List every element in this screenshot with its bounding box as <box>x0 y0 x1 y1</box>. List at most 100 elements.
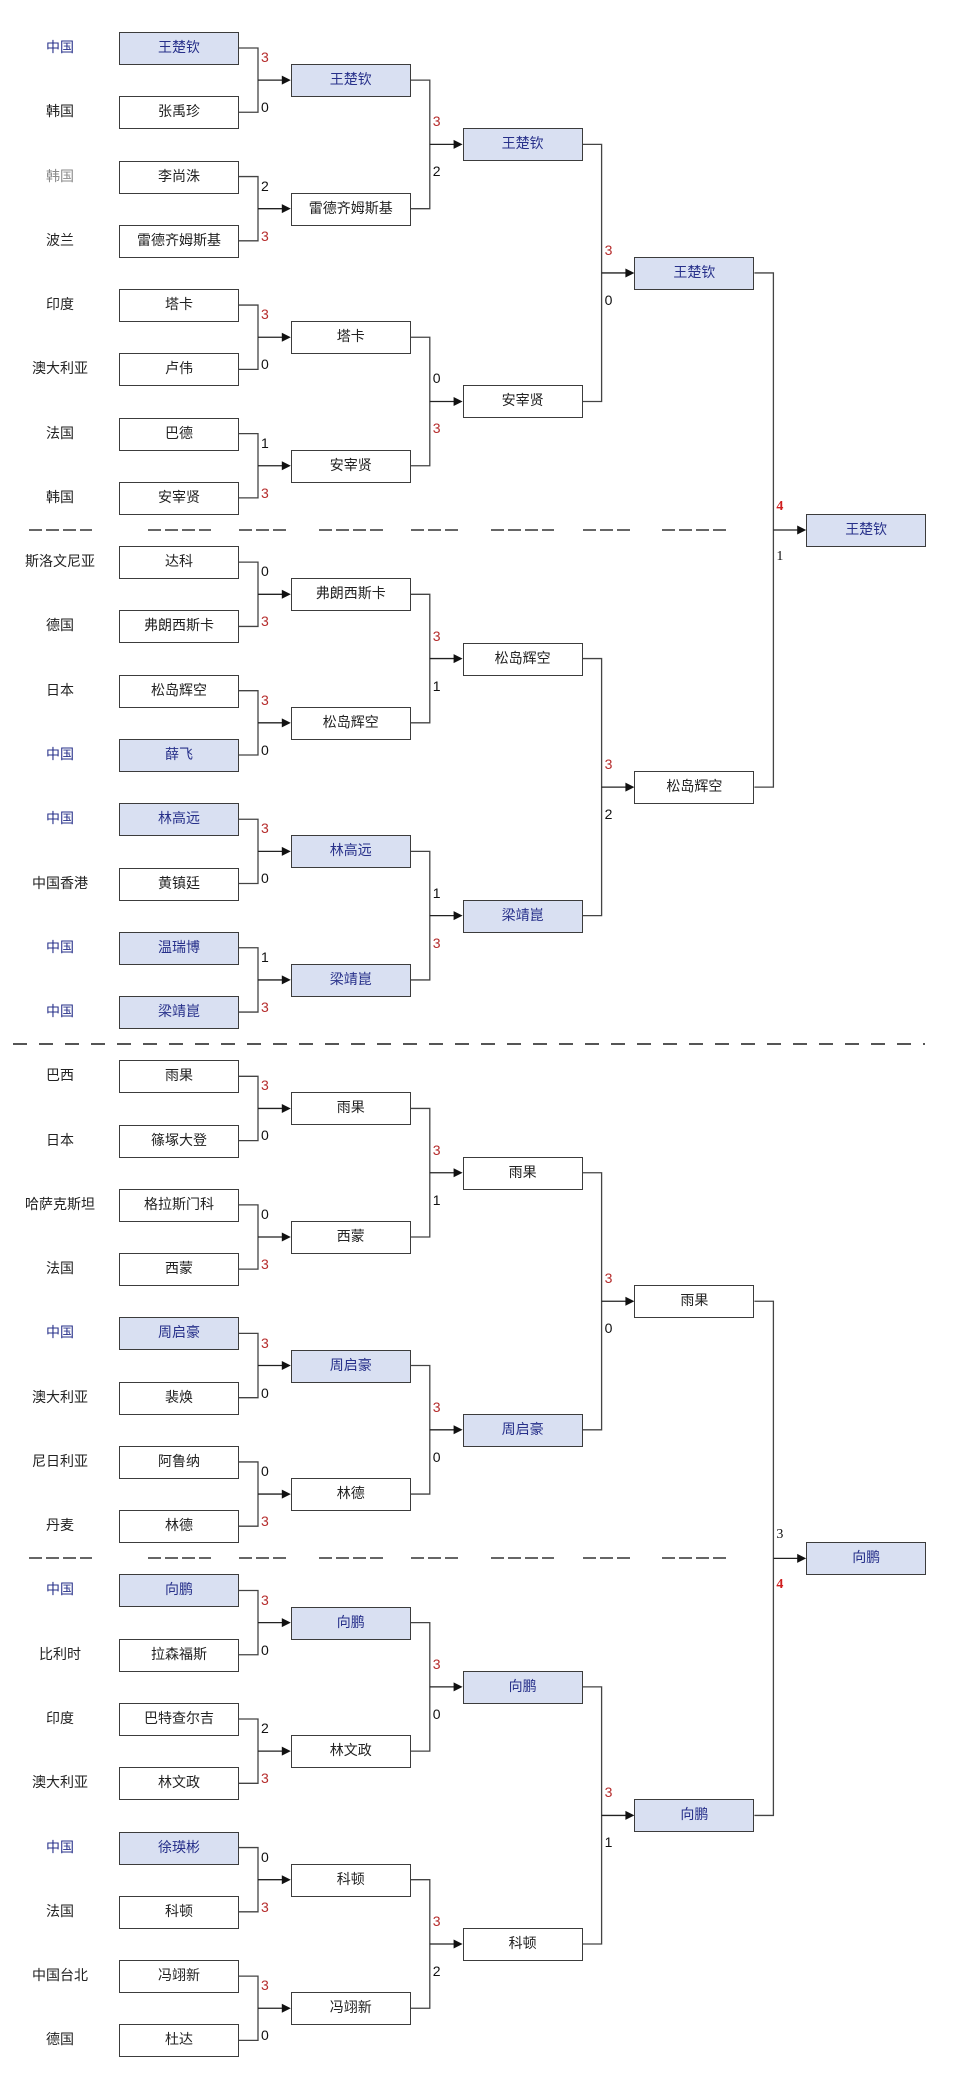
finalist-box[interactable]: 向鹏 <box>806 1542 927 1576</box>
player-box[interactable]: 冯翊新 <box>290 1992 411 2026</box>
player-box[interactable]: 雨果 <box>634 1285 755 1319</box>
player-box[interactable]: 松岛辉空 <box>462 642 583 676</box>
player-box[interactable]: 安宰贤 <box>119 481 239 515</box>
player-box[interactable]: 薛飞 <box>119 738 239 772</box>
player-box[interactable]: 科顿 <box>462 1927 583 1961</box>
player-box[interactable]: 巴特查尔吉 <box>119 1703 239 1737</box>
score-top: 3 <box>432 1655 441 1672</box>
match-connector <box>239 1589 259 1656</box>
player-box[interactable]: 王楚钦 <box>634 256 755 290</box>
country-label: 法国 <box>46 1261 74 1278</box>
player-box[interactable]: 卢伟 <box>119 353 239 387</box>
player-box[interactable]: 王楚钦 <box>119 32 239 65</box>
match-connector <box>239 1461 259 1527</box>
player-box[interactable]: 周启豪 <box>462 1413 583 1447</box>
player-box[interactable]: 阿鲁纳 <box>119 1445 239 1479</box>
player-box[interactable]: 向鹏 <box>290 1606 411 1640</box>
score-bottom: 3 <box>432 420 441 437</box>
player-box[interactable]: 向鹏 <box>462 1670 583 1704</box>
player-box[interactable]: 王楚钦 <box>290 64 411 98</box>
player-box[interactable]: 篠塚大登 <box>119 1124 239 1158</box>
player-name: 弗朗西斯卡 <box>144 618 214 635</box>
player-box[interactable]: 林德 <box>290 1478 411 1512</box>
score-top: 3 <box>261 1334 269 1351</box>
player-box[interactable]: 弗朗西斯卡 <box>290 578 411 612</box>
player-box[interactable]: 松岛辉空 <box>634 771 755 805</box>
player-box[interactable]: 弗朗西斯卡 <box>119 610 239 644</box>
player-name: 王楚钦 <box>329 72 372 89</box>
country-label: 哈萨克斯坦 <box>25 1196 95 1213</box>
player-box[interactable]: 安宰贤 <box>462 385 583 419</box>
country-label: 澳大利亚 <box>32 1389 88 1406</box>
player-box[interactable]: 裴焕 <box>119 1381 239 1415</box>
player-box[interactable]: 杜达 <box>119 2024 239 2058</box>
player-box[interactable]: 达科 <box>119 546 239 580</box>
player-box[interactable]: 塔卡 <box>119 289 239 323</box>
player-box[interactable]: 张禹珍 <box>119 96 239 130</box>
player-box[interactable]: 徐瑛彬 <box>119 1831 239 1865</box>
player-box[interactable]: 冯翊新 <box>119 1960 239 1994</box>
score-top: 3 <box>604 1784 613 1801</box>
player-box[interactable]: 塔卡 <box>290 321 411 355</box>
player-name: 向鹏 <box>336 1614 365 1631</box>
player-box[interactable]: 林高远 <box>290 835 411 869</box>
player-box[interactable]: 雨果 <box>462 1156 583 1190</box>
player-box[interactable]: 向鹏 <box>119 1574 239 1608</box>
player-box[interactable]: 西蒙 <box>119 1253 239 1287</box>
country-label: 德国 <box>46 2032 74 2049</box>
country-label: 中国 <box>46 746 74 763</box>
player-name: 松岛辉空 <box>666 779 723 796</box>
player-box[interactable]: 格拉斯门科 <box>119 1188 239 1222</box>
player-box[interactable]: 周启豪 <box>290 1349 411 1383</box>
arrowhead-icon <box>625 1296 635 1306</box>
finalist-box[interactable]: 王楚钦 <box>806 514 927 548</box>
player-name: 冯翊新 <box>158 1968 200 1985</box>
score-top: 0 <box>432 370 441 387</box>
score-bottom: 0 <box>261 870 269 887</box>
player-box[interactable]: 松岛辉空 <box>290 706 411 740</box>
player-name: 李尚洙 <box>158 168 200 185</box>
player-box[interactable]: 黄镇廷 <box>119 867 239 901</box>
player-box[interactable]: 雷德齐姆斯基 <box>290 192 411 226</box>
player-box[interactable]: 西蒙 <box>290 1220 411 1254</box>
player-box[interactable]: 松岛辉空 <box>119 674 239 708</box>
player-box[interactable]: 科顿 <box>119 1895 239 1929</box>
player-box[interactable]: 拉森福斯 <box>119 1638 239 1672</box>
player-box[interactable]: 王楚钦 <box>462 128 583 162</box>
player-box[interactable]: 梁靖崑 <box>119 996 239 1030</box>
arrowhead-icon <box>281 1489 291 1499</box>
player-box[interactable]: 林高远 <box>119 803 239 837</box>
score-bottom: 1 <box>432 677 441 694</box>
player-box[interactable]: 林文政 <box>290 1735 411 1769</box>
player-box[interactable]: 林文政 <box>119 1767 239 1801</box>
player-box[interactable]: 向鹏 <box>634 1799 755 1833</box>
score-top: 3 <box>261 691 269 708</box>
player-box[interactable]: 温瑞博 <box>119 931 239 965</box>
player-name: 林高远 <box>158 811 200 828</box>
player-box[interactable]: 雷德齐姆斯基 <box>119 224 239 258</box>
player-name: 雨果 <box>336 1100 365 1117</box>
score-top: 0 <box>261 563 269 580</box>
player-box[interactable]: 梁靖崑 <box>290 963 411 997</box>
arrowhead-icon <box>281 1103 291 1113</box>
player-name: 王楚钦 <box>845 522 888 539</box>
player-box[interactable]: 李尚洙 <box>119 160 239 194</box>
player-name: 林文政 <box>158 1775 200 1792</box>
score-top: 3 <box>432 1141 441 1158</box>
score-top: 1 <box>261 434 269 451</box>
player-box[interactable]: 周启豪 <box>119 1317 239 1351</box>
player-box[interactable]: 林德 <box>119 1510 239 1544</box>
player-box[interactable]: 安宰贤 <box>290 449 411 483</box>
player-name: 巴德 <box>165 425 193 442</box>
player-box[interactable]: 雨果 <box>119 1060 239 1094</box>
player-name: 松岛辉空 <box>151 682 207 699</box>
player-box[interactable]: 巴德 <box>119 417 239 451</box>
player-name: 张禹珍 <box>158 104 200 121</box>
match-connector <box>239 1204 259 1270</box>
score-bottom: 1 <box>604 1834 613 1851</box>
player-box[interactable]: 梁靖崑 <box>462 899 583 933</box>
player-name: 向鹏 <box>508 1678 537 1695</box>
player-box[interactable]: 雨果 <box>290 1092 411 1126</box>
player-box[interactable]: 科顿 <box>290 1863 411 1897</box>
